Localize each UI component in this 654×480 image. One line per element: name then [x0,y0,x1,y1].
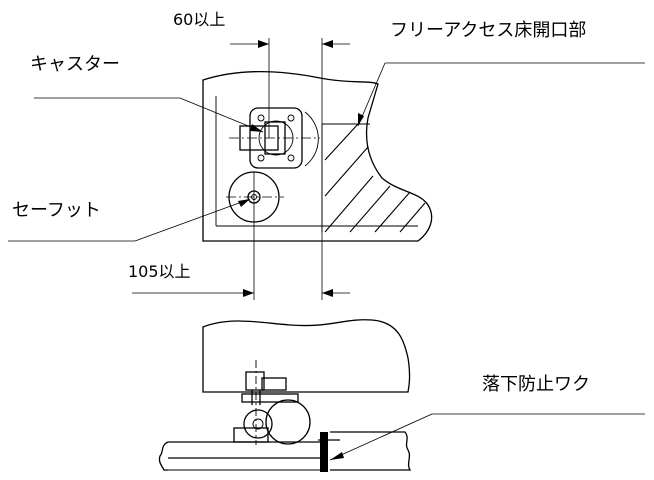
floor-slab-left [158,441,320,471]
dim-60-arrows [230,40,350,48]
fall-stop-frame [318,432,340,472]
floor-opening-label: フリーアクセス床開口部 [390,20,586,41]
equipment-body-outline [202,70,433,242]
leader-caster [34,97,264,133]
dim-105-arrows [132,289,350,297]
leader-safe-foot [8,198,251,242]
leader-floor-opening [357,62,645,127]
floor-opening-hatch [321,123,426,233]
fall-stop-label: 落下防止ワク [482,374,590,395]
caster-swivel-arc [304,111,319,167]
side-caster [233,360,311,445]
dim-60-label: 60以上 [173,10,225,29]
side-view [158,319,645,472]
caster-label: キャスター [30,54,120,75]
dim-105-label: 105以上 [128,262,191,281]
side-equipment-body [202,319,411,393]
leader-fall-stop [329,413,645,461]
floor-slab-right [330,431,412,471]
top-view [8,38,645,300]
safe-foot-label: セーフット [12,200,101,221]
